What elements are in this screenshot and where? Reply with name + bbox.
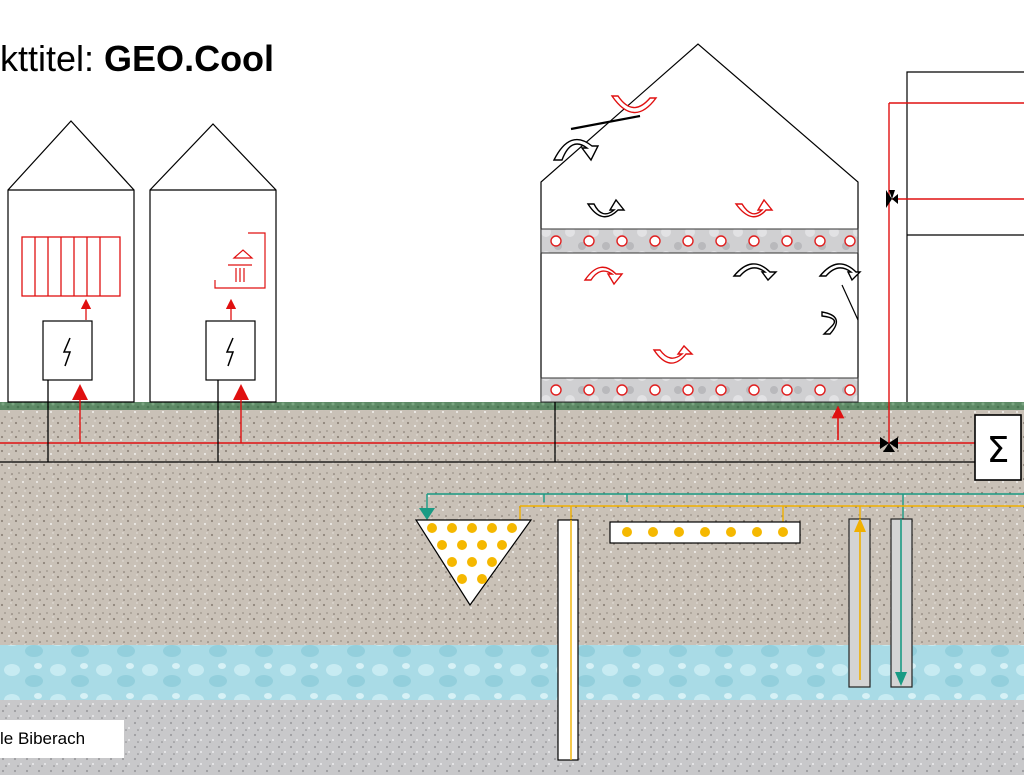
power-unit-icon: [42, 320, 93, 381]
airflow-arrow-icon: [583, 266, 624, 286]
wall-vent-flap: [841, 284, 859, 321]
right-building: [906, 71, 1024, 402]
return-network: [0, 380, 975, 463]
slab-pipes-lower: [550, 384, 856, 396]
airflow-arrow-icon: [586, 198, 626, 218]
large-building: [540, 43, 859, 403]
valve-icon: [880, 437, 898, 452]
title-prefix: kttitel:: [0, 38, 95, 79]
airflow-arrow-icon: [734, 198, 774, 218]
slab-pipes-upper: [550, 235, 856, 247]
borehole-probe: [557, 519, 579, 761]
airflow-arrow-icon: [610, 95, 658, 114]
title-project-name: GEO.Cool: [104, 38, 275, 79]
teal-arrow-left: [419, 508, 435, 520]
radiator-icon: [21, 236, 121, 297]
gravel-layer: [0, 700, 1024, 775]
airflow-arrow-icon: [552, 138, 600, 162]
footer-label: le Biberach: [0, 720, 124, 758]
house-1: [7, 120, 135, 403]
roof-window: [570, 114, 641, 131]
airflow-arrow-icon: [652, 344, 694, 364]
supply-arrow-house-2: [233, 384, 249, 400]
airflow-arrow-icon: [818, 263, 862, 282]
page-title: kttitel: GEO.Cool: [0, 38, 274, 80]
infiltration-trench: [414, 519, 533, 607]
shower-icon: [214, 232, 266, 289]
horizontal-collector: [609, 521, 801, 544]
airflow-arrow-icon: [732, 263, 778, 282]
supply-arrow-house-1: [72, 384, 88, 400]
valve-icon: [886, 190, 898, 208]
heat-exchanger-symbol: Σ: [987, 430, 1010, 471]
grass-strip: [0, 402, 1024, 410]
airflow-arrow-icon: [821, 311, 838, 335]
power-unit-icon: [205, 320, 256, 381]
heat-exchanger-icon: [974, 414, 1022, 481]
